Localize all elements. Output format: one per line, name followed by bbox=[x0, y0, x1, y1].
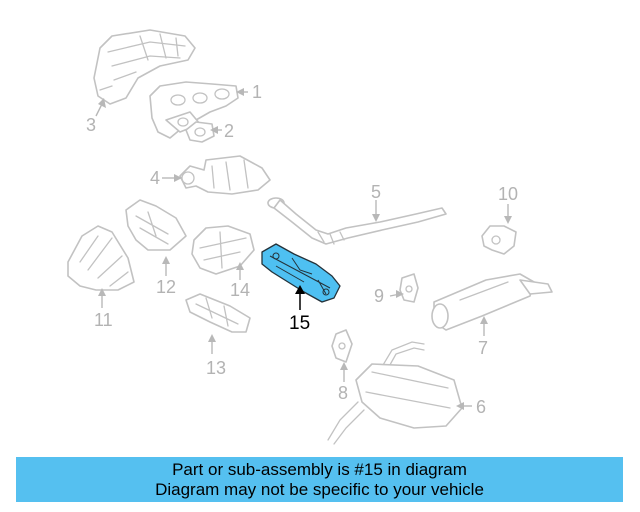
part-2-gasket bbox=[185, 121, 215, 143]
banner-line-2: Diagram may not be specific to your vehi… bbox=[155, 479, 484, 499]
part-11-heat-shield bbox=[67, 225, 135, 291]
part-1-exhaust-manifold bbox=[149, 81, 239, 139]
callout-14: 14 bbox=[230, 280, 250, 300]
callout-2: 2 bbox=[224, 121, 234, 141]
part-9-rubber-hanger bbox=[399, 273, 419, 303]
callout-13: 13 bbox=[206, 358, 226, 378]
callout-15-highlighted: 15 bbox=[289, 313, 310, 334]
part-10-hanger-bracket bbox=[481, 225, 517, 255]
callout-9: 9 bbox=[374, 286, 384, 306]
part-6-rear-muffler bbox=[327, 341, 463, 445]
callout-12: 12 bbox=[156, 277, 176, 297]
leader-15 bbox=[295, 285, 305, 310]
callout-10: 10 bbox=[498, 184, 518, 204]
callout-5: 5 bbox=[371, 182, 381, 202]
part-4-catalytic-converter bbox=[179, 155, 271, 195]
part-15-heat-shield-highlighted bbox=[261, 243, 341, 303]
callout-7: 7 bbox=[478, 338, 488, 358]
callout-1: 1 bbox=[252, 82, 262, 102]
part-7-center-muffler bbox=[431, 273, 553, 331]
part-12-heat-shield bbox=[125, 199, 187, 251]
callout-11: 11 bbox=[94, 310, 113, 330]
banner-line-1: Part or sub-assembly is #15 in diagram bbox=[172, 459, 467, 479]
part-5-front-pipe bbox=[267, 197, 447, 245]
leader-lines bbox=[95, 88, 512, 410]
callout-6: 6 bbox=[476, 397, 486, 417]
part-13-heat-shield bbox=[185, 293, 251, 333]
exhaust-parts-diagram: 1 2 3 4 5 10 11 12 14 13 9 7 8 6 15 bbox=[67, 29, 553, 445]
callout-8: 8 bbox=[338, 383, 348, 403]
part-14-heat-shield bbox=[191, 225, 255, 275]
callout-3: 3 bbox=[86, 115, 96, 135]
part-3-manifold-heat-shield bbox=[93, 29, 196, 105]
info-banner: Part or sub-assembly is #15 in diagram D… bbox=[16, 457, 623, 502]
callout-4: 4 bbox=[150, 168, 160, 188]
part-8-hanger-clamp bbox=[331, 329, 353, 363]
